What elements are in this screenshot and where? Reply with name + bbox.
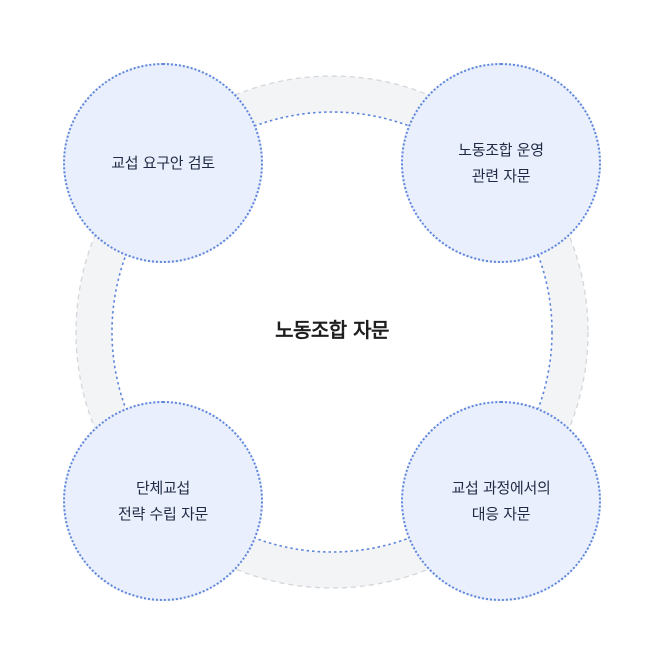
node-bargaining-strategy-advice: 단체교섭 전략 수립 자문: [63, 401, 263, 601]
node-label-line2: 관련 자문: [471, 167, 531, 185]
center-title: 노동조합 자문: [275, 318, 389, 342]
outer-ring-edge: [75, 75, 589, 589]
node-negotiation-demand-review: 교섭 요구안 검토: [63, 63, 263, 263]
node-label-line1: 노동조합 운영: [458, 141, 544, 159]
inner-dotted-ring: [111, 111, 553, 553]
node-negotiation-response-advice: 교섭 과정에서의 대응 자문: [401, 401, 601, 601]
node-label-line1: 교섭 요구안 검토: [111, 154, 215, 172]
node-label-line2: 대응 자문: [471, 505, 531, 523]
outer-ring: [76, 76, 588, 588]
node-label-line2: 전략 수립 자문: [118, 505, 208, 523]
node-union-operation-advice: 노동조합 운영 관련 자문: [401, 63, 601, 263]
node-label-line1: 단체교섭: [135, 479, 190, 497]
node-label-line1: 교섭 과정에서의: [451, 479, 551, 497]
